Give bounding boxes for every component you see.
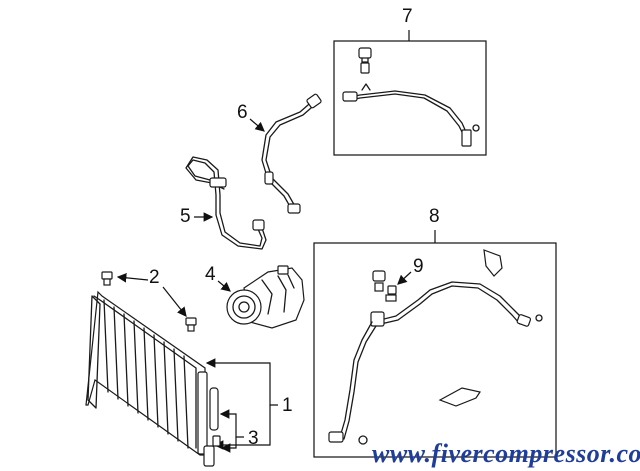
callout-2: 2 xyxy=(149,267,160,288)
callout-8: 8 xyxy=(429,206,440,227)
callout-6: 6 xyxy=(237,102,248,123)
callout-9: 9 xyxy=(413,256,424,277)
watermark-text: www.fivercompressor.com xyxy=(372,439,640,468)
callout-3: 3 xyxy=(248,428,259,449)
callout-1: 1 xyxy=(282,395,293,416)
suction-hose-6: 6 xyxy=(237,93,322,214)
callout-4: 4 xyxy=(205,264,216,285)
condenser-1 xyxy=(85,290,215,467)
callout-5: 5 xyxy=(180,206,191,227)
bolt-2b xyxy=(185,317,197,332)
callout-7: 7 xyxy=(402,6,413,27)
suction-line-box: 8 9 xyxy=(313,206,557,458)
compressor-4: 4 xyxy=(205,264,305,329)
bolt-2a xyxy=(101,271,113,286)
discharge-hose-box: 7 xyxy=(333,6,487,156)
desiccant-3 xyxy=(209,387,221,447)
liquid-hose-5: 5 xyxy=(180,156,267,250)
